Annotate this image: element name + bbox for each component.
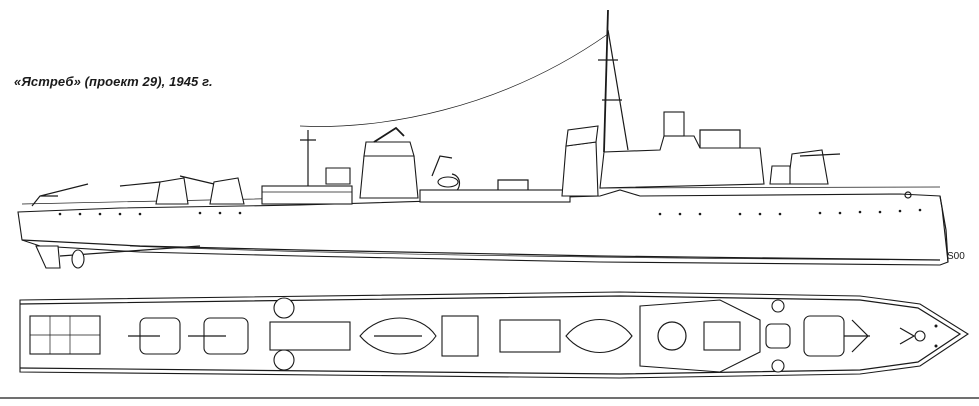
plan-view bbox=[19, 291, 970, 379]
plan-aft-deckhouse bbox=[269, 321, 351, 351]
forward-turret-2 bbox=[769, 165, 791, 185]
hull-stripe bbox=[129, 245, 941, 261]
drawing-title: «Ястреб» (проект 29), 1945 г. bbox=[14, 74, 213, 89]
plan-searchlight bbox=[441, 315, 479, 357]
rudder bbox=[35, 245, 61, 269]
midship-deckhouse bbox=[419, 189, 571, 203]
aft-mast bbox=[300, 130, 316, 186]
propeller bbox=[71, 249, 85, 269]
plan-forward-turret-2 bbox=[803, 315, 845, 357]
anchor bbox=[904, 191, 912, 199]
plan-midship-block bbox=[499, 319, 561, 353]
aerial-wire bbox=[299, 33, 609, 127]
searchlight-platform bbox=[325, 167, 351, 185]
torpedo-mount-2 bbox=[565, 318, 633, 354]
plan-bridge bbox=[639, 299, 761, 373]
fore-mast bbox=[603, 9, 609, 153]
scale-marker: S00 bbox=[947, 251, 965, 262]
portholes bbox=[58, 208, 922, 216]
plan-forward-turret-1 bbox=[765, 323, 791, 349]
side-profile bbox=[17, 9, 949, 269]
plan-anchor-gear bbox=[851, 319, 916, 353]
aft-turret-1 bbox=[155, 177, 189, 205]
boat-davit bbox=[431, 155, 461, 195]
range-finder bbox=[663, 111, 685, 137]
aft-turret-2 bbox=[209, 177, 245, 205]
aft-funnel bbox=[359, 155, 419, 199]
stern-crane bbox=[31, 183, 89, 207]
plan-boat-1 bbox=[273, 297, 295, 319]
waterline bbox=[21, 239, 941, 261]
forward-turret-1 bbox=[787, 149, 829, 185]
forward-funnel bbox=[561, 141, 599, 197]
aft-deckhouse bbox=[261, 185, 353, 205]
plan-boat-2 bbox=[273, 349, 295, 371]
bridge bbox=[599, 135, 765, 189]
